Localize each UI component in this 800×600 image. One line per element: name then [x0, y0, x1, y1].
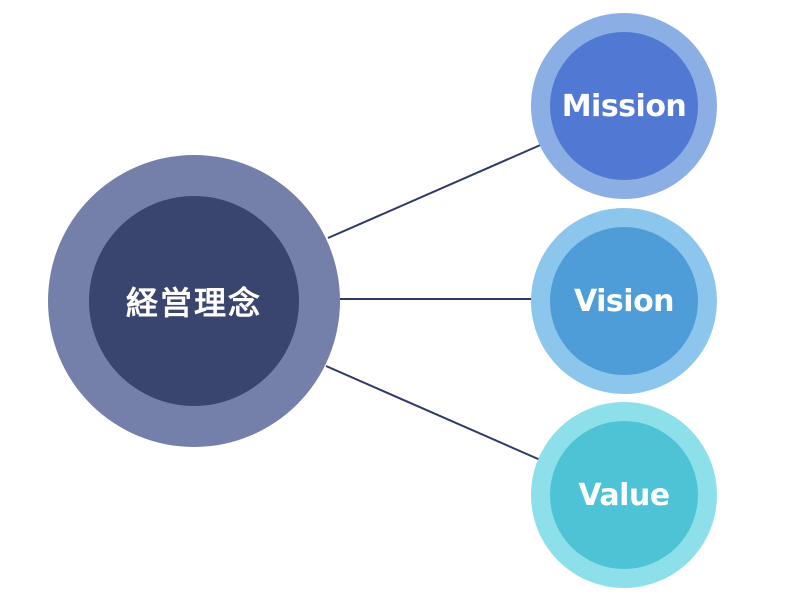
center-node-ring: 経営理念 [48, 155, 340, 447]
connector-line-mission [327, 142, 546, 239]
value-node: Value [550, 421, 698, 569]
connector-line-value [325, 365, 546, 463]
vision-node: Vision [550, 227, 698, 375]
vision-node-ring: Vision [531, 208, 717, 394]
center-node-label: 経営理念 [125, 284, 262, 322]
mission-node-label: Mission [561, 88, 687, 124]
vision-node-label: Vision [573, 283, 675, 319]
center-node: 経営理念 [89, 196, 299, 406]
mission-node: Mission [550, 32, 698, 180]
value-node-ring: Value [531, 402, 717, 588]
value-node-label: Value [578, 477, 670, 513]
mission-node-ring: Mission [531, 13, 717, 199]
